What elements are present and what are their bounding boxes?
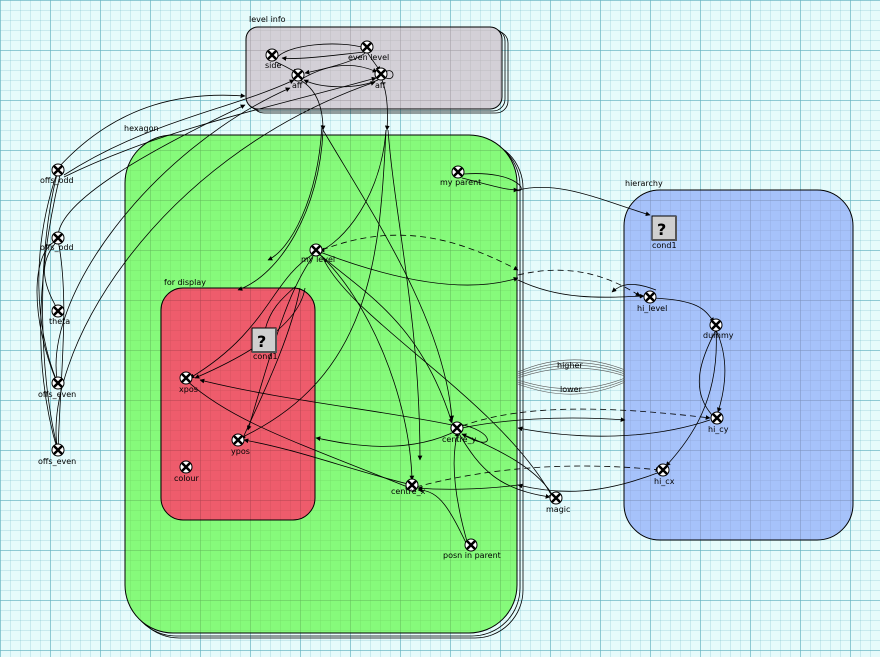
node-icon [179, 460, 193, 474]
lower-label: lower [560, 385, 583, 394]
node-label-my-level: my level [301, 255, 335, 264]
node-offs-odd-1[interactable]: offs_odd [40, 163, 74, 185]
node-colour[interactable]: colour [174, 460, 199, 483]
node-label-dummy: dummy [703, 331, 734, 340]
question-mark-icon: ? [657, 220, 666, 239]
question-mark-icon: ? [257, 332, 266, 351]
node-label-centre-x: centre_x [391, 487, 426, 496]
node-icon [405, 478, 419, 492]
node-icon [549, 491, 563, 505]
node-even-level[interactable]: even level [348, 40, 389, 62]
node-aff-2[interactable]: aff [374, 67, 388, 90]
node-icon [265, 48, 279, 62]
node-icon [709, 318, 723, 332]
node-theta[interactable]: theta [49, 304, 70, 326]
node-icon [291, 68, 305, 82]
node-label-xpos: xpos [179, 385, 198, 394]
node-icon [656, 463, 670, 477]
hierarchy-title: hierarchy [625, 179, 663, 188]
level-info-container[interactable]: level info [245, 15, 509, 114]
node-icon [231, 433, 245, 447]
node-ypos[interactable]: ypos [231, 433, 250, 456]
node-hi-level[interactable]: hi_level [637, 290, 667, 313]
node-aff-1[interactable]: aff [291, 68, 305, 90]
node-icon [710, 411, 724, 425]
node-icon [51, 231, 65, 245]
node-magic[interactable]: magic [546, 491, 570, 514]
node-label-offs-even-2: offs_even [38, 457, 76, 466]
hexagon-title: hexagon [124, 124, 159, 133]
node-icon [451, 165, 465, 179]
higher-label: higher [557, 361, 583, 370]
node-posn-in-parent[interactable]: posn in parent [443, 538, 501, 560]
node-offs-odd-2[interactable]: offs_odd [40, 231, 74, 252]
node-icon [450, 421, 464, 435]
conditional-hierarchy-cond1[interactable]: ? cond1 [651, 215, 677, 250]
node-label-magic: magic [546, 505, 570, 514]
level-info-title: level info [249, 15, 286, 24]
node-centre-y[interactable]: centre_y [442, 421, 477, 444]
for-display-container[interactable]: for display [160, 278, 316, 521]
node-label-offs-odd-2: offs_odd [40, 243, 74, 252]
node-label-even-level: even level [348, 53, 389, 62]
for-display-title: for display [164, 278, 206, 287]
node-icon [309, 243, 323, 257]
node-icon [51, 304, 65, 318]
node-offs-even-1[interactable]: offs_even [38, 376, 76, 399]
node-my-parent[interactable]: my parent [440, 165, 481, 187]
conditional-icon: ? [251, 327, 277, 353]
node-label-offs-odd-1: offs_odd [40, 176, 74, 185]
hierarchy-container[interactable]: hierarchy [623, 179, 854, 541]
node-my-level[interactable]: my level [301, 243, 335, 264]
node-icon [360, 40, 374, 54]
node-icon [51, 376, 65, 390]
conditional-label-hexagon: cond1 [253, 352, 278, 361]
node-dummy[interactable]: dummy [703, 318, 734, 340]
node-label-hi-cy: hi_cy [708, 425, 729, 434]
node-label-hi-cx: hi_cx [654, 477, 675, 486]
node-label-aff-2: aff [375, 81, 386, 90]
node-hi-cx[interactable]: hi_cx [654, 463, 675, 486]
node-side[interactable]: side [265, 48, 281, 70]
conditional-icon: ? [651, 215, 677, 241]
node-icon [179, 371, 193, 385]
conditional-hexagon-cond1[interactable]: ? cond1 [251, 327, 278, 361]
node-label-hi-level: hi_level [637, 304, 667, 313]
node-label-colour: colour [174, 474, 199, 483]
node-icon [51, 163, 65, 177]
node-hi-cy[interactable]: hi_cy [708, 411, 729, 434]
node-offs-even-2[interactable]: offs_even [38, 443, 76, 466]
node-label-side: side [265, 61, 281, 70]
node-label-ypos: ypos [231, 447, 250, 456]
node-label-theta: theta [49, 317, 70, 326]
node-label-posn-in-parent: posn in parent [443, 551, 501, 560]
conditional-label-hierarchy: cond1 [652, 241, 677, 250]
node-icon [643, 290, 657, 304]
node-label-offs-even-1: offs_even [38, 390, 76, 399]
influence-arcs [36, 43, 726, 548]
node-icon [51, 443, 65, 457]
node-centre-x[interactable]: centre_x [391, 478, 426, 496]
node-icon [374, 67, 388, 81]
node-label-centre-y: centre_y [442, 435, 477, 444]
node-icon [464, 538, 478, 552]
node-label-aff-1: aff [292, 81, 303, 90]
node-xpos[interactable]: xpos [179, 371, 198, 394]
node-label-my-parent: my parent [440, 178, 481, 187]
higher-lower-flow [517, 359, 626, 395]
